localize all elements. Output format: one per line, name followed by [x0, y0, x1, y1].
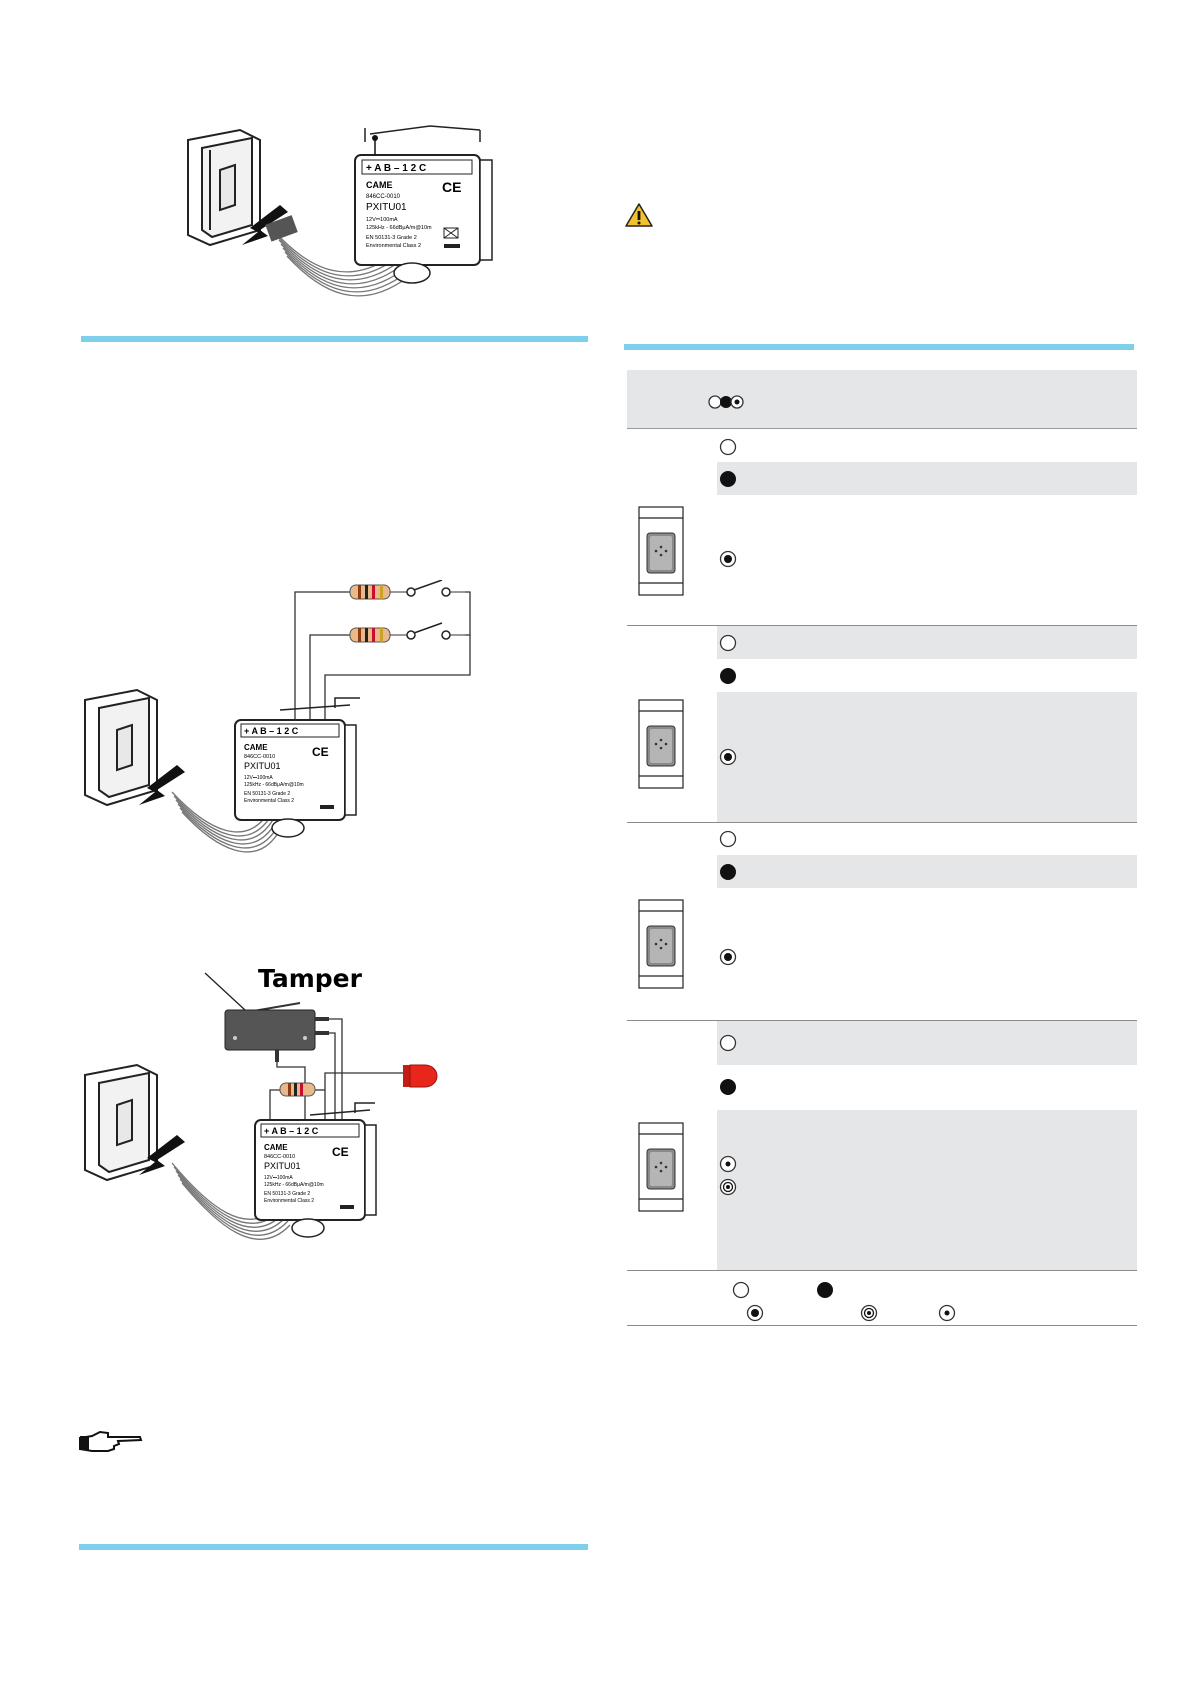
svg-text:Environmental Class 2: Environmental Class 2 — [244, 798, 294, 804]
insert-arrow — [242, 205, 288, 245]
interface-module — [254, 1102, 377, 1238]
table-header — [627, 370, 1137, 429]
reader-housing — [84, 688, 158, 807]
svg-text:12V⎓100mA: 12V⎓100mA — [244, 775, 273, 781]
module-spec-1: 12V⎓100mA — [366, 217, 398, 223]
svg-text:EN 50131-3 Grade 2: EN 50131-3 Grade 2 — [244, 791, 290, 797]
reader-device-icon — [638, 899, 684, 989]
loop-wires — [294, 591, 471, 720]
module-model: PXITU01 — [366, 202, 407, 213]
module-spec-4: Environmental Class 2 — [366, 243, 421, 249]
led-on-icon — [720, 1079, 736, 1095]
reader-device-icon — [638, 506, 684, 596]
led-off-icon — [719, 1034, 737, 1052]
table-graphics — [638, 438, 956, 1322]
tamper-wires — [269, 1018, 410, 1120]
led-resistor — [279, 1082, 316, 1097]
led-off-icon — [719, 438, 737, 456]
led-off-icon — [719, 634, 737, 652]
warning-icon — [624, 202, 654, 228]
resistor-1 — [335, 584, 408, 600]
svg-text:CAME: CAME — [244, 743, 268, 752]
led-on-icon — [720, 668, 736, 684]
terminal-strip: + A B – 1 2 C — [366, 163, 426, 174]
reader-device-icon — [638, 1122, 684, 1212]
insert-arrow — [139, 1135, 185, 1175]
led-states-icon — [708, 395, 744, 409]
tamper-switch — [224, 1002, 329, 1062]
svg-text:846CC-0010: 846CC-0010 — [244, 754, 275, 760]
svg-text:125kHz - 66dBμA/m@10m: 125kHz - 66dBμA/m@10m — [244, 782, 304, 788]
switch-2 — [406, 622, 470, 640]
ce-mark: CE — [442, 179, 461, 195]
reader-housing — [84, 1063, 158, 1182]
led-on-icon — [720, 864, 736, 880]
figure-3: Tamper — [80, 955, 500, 1275]
module-spec-2: 125kHz - 66dBμA/m@10m — [366, 225, 432, 231]
svg-text:PXITU01: PXITU01 — [264, 1161, 301, 1171]
module-spec-3: EN 50131-3 Grade 2 — [366, 235, 417, 241]
svg-text:CE: CE — [312, 745, 329, 759]
interface-module — [234, 697, 360, 838]
section-rule-1 — [81, 336, 588, 342]
section-rule-3 — [79, 1544, 588, 1550]
svg-text:+ A B – 1 2 C: + A B – 1 2 C — [264, 1126, 319, 1136]
svg-text:PXITU01: PXITU01 — [244, 761, 281, 771]
figure-1: + A B – 1 2 C CAME 846CC-0010 PXITU01 12… — [180, 120, 510, 320]
svg-text:CE: CE — [332, 1145, 349, 1159]
svg-text:846CC-0010: 846CC-0010 — [264, 1154, 295, 1160]
svg-text:Environmental Class 2: Environmental Class 2 — [264, 1198, 314, 1204]
svg-text:EN 50131-3 Grade 2: EN 50131-3 Grade 2 — [264, 1191, 310, 1197]
section-rule-2 — [624, 344, 1134, 350]
svg-text:+ A B – 1 2 C: + A B – 1 2 C — [244, 726, 299, 736]
led-on-icon — [720, 471, 736, 487]
ribbon-cable — [171, 791, 281, 853]
note-hand-icon — [78, 1430, 144, 1456]
module-brand: CAME — [366, 180, 393, 190]
figure-2: + A B – 1 2 C CAME 846CC-0010 PXITU01 12… — [80, 580, 500, 880]
reader-housing — [187, 128, 261, 247]
svg-text:125kHz - 66dBμA/m@10m: 125kHz - 66dBμA/m@10m — [264, 1182, 324, 1188]
svg-text:CAME: CAME — [264, 1143, 288, 1152]
led-off-icon — [719, 830, 737, 848]
legend-off-icon — [732, 1281, 750, 1299]
tamper-label: Tamper — [258, 964, 363, 993]
resistor-2 — [349, 627, 408, 643]
insert-arrow — [139, 765, 185, 805]
reader-device-icon — [638, 699, 684, 789]
svg-text:12V⎓100mA: 12V⎓100mA — [264, 1175, 293, 1181]
legend-on-icon — [817, 1282, 833, 1298]
switch-1 — [406, 580, 470, 597]
red-led — [403, 1064, 438, 1088]
module-code: 846CC-0010 — [366, 194, 401, 200]
